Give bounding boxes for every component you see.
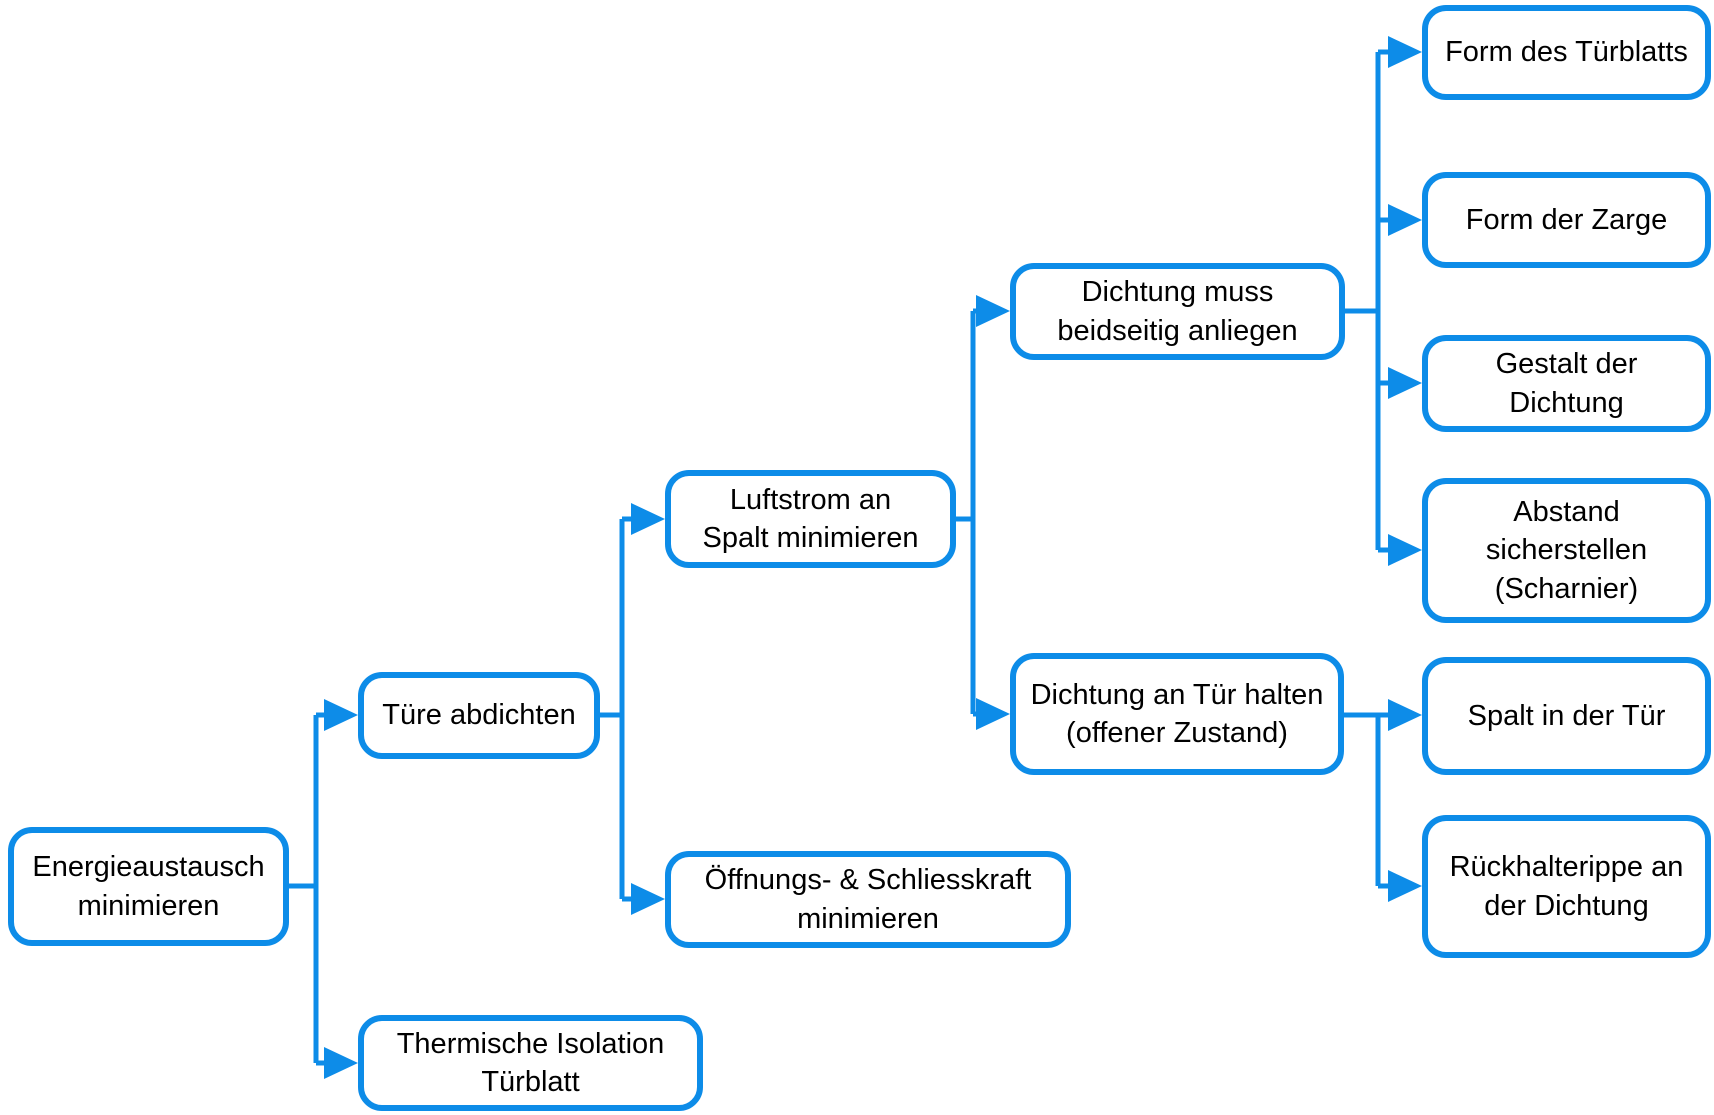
- edge-group-dichtung-beidseitig: [1345, 36, 1422, 566]
- arrowhead-spalt-tuer: [1388, 699, 1422, 731]
- arrowhead-gestalt-dichtung: [1388, 367, 1422, 399]
- arrowhead-dichtung-halten: [976, 698, 1010, 730]
- node-spalt-in-der-tuer: Spalt in der Tür: [1422, 657, 1711, 775]
- node-gestalt-der-dichtung: Gestalt der Dichtung: [1422, 335, 1711, 432]
- node-label: Öffnungs- & Schliesskraft minimieren: [704, 864, 1032, 935]
- edge-group-luftstrom: [955, 295, 1010, 730]
- node-tuere-abdichten: Türe abdichten: [358, 672, 600, 759]
- node-luftstrom-an-spalt-minimieren: Luftstrom an Spalt minimieren: [665, 470, 956, 568]
- node-label: Rückhalterippe an der Dichtung: [1449, 851, 1684, 922]
- arrowhead-form-zarge: [1388, 204, 1422, 236]
- node-label: Thermische Isolation Türblatt: [396, 1027, 665, 1098]
- node-abstand-sicherstellen-scharnier: Abstand sicherstellen (Scharnier): [1422, 478, 1711, 623]
- arrowhead-dichtung-beidseitig: [976, 295, 1010, 327]
- edge-group-dichtung-halten: [1344, 699, 1422, 902]
- arrowhead-form-tuerblatts: [1388, 36, 1422, 68]
- edge-group-energieaustausch: [289, 699, 358, 1079]
- node-rueckhalterippe-an-der-dichtung: Rückhalterippe an der Dichtung: [1422, 815, 1711, 958]
- node-energieaustausch-minimieren: Energieaustausch minimieren: [8, 827, 289, 946]
- node-form-der-zarge: Form der Zarge: [1422, 172, 1711, 268]
- arrowhead-tuere-abdichten: [324, 699, 358, 731]
- arrowhead-rueckhalterippe: [1388, 870, 1422, 902]
- node-label: Form des Türblatts: [1445, 36, 1688, 69]
- node-label: Abstand sicherstellen (Scharnier): [1485, 496, 1648, 605]
- node-form-des-tuerblatts: Form des Türblatts: [1422, 5, 1711, 100]
- node-dichtung-an-tuer-halten: Dichtung an Tür halten (offener Zustand): [1010, 653, 1344, 775]
- edge-group-tuere-abdichten: [600, 503, 665, 915]
- node-dichtung-muss-beidseitig-anliegen: Dichtung muss beidseitig anliegen: [1010, 263, 1345, 360]
- arrowhead-thermische-isolation: [324, 1047, 358, 1079]
- node-label: Gestalt der Dichtung: [1495, 348, 1638, 419]
- arrowhead-oeffnungs-schliesskraft: [631, 883, 665, 915]
- node-label: Dichtung muss beidseitig anliegen: [1057, 276, 1298, 347]
- arrowhead-abstand-scharnier: [1388, 534, 1422, 566]
- node-label: Türe abdichten: [382, 699, 576, 732]
- node-oeffnungs-schliesskraft-minimieren: Öffnungs- & Schliesskraft minimieren: [665, 851, 1071, 948]
- node-label: Energieaustausch minimieren: [32, 851, 265, 922]
- node-thermische-isolation-tuerblatt: Thermische Isolation Türblatt: [358, 1015, 703, 1111]
- node-label: Spalt in der Tür: [1467, 699, 1666, 732]
- node-label: Luftstrom an Spalt minimieren: [702, 483, 919, 554]
- node-label: Dichtung an Tür halten (offener Zustand): [1030, 678, 1324, 749]
- node-label: Form der Zarge: [1465, 203, 1668, 236]
- arrowhead-luftstrom: [631, 503, 665, 535]
